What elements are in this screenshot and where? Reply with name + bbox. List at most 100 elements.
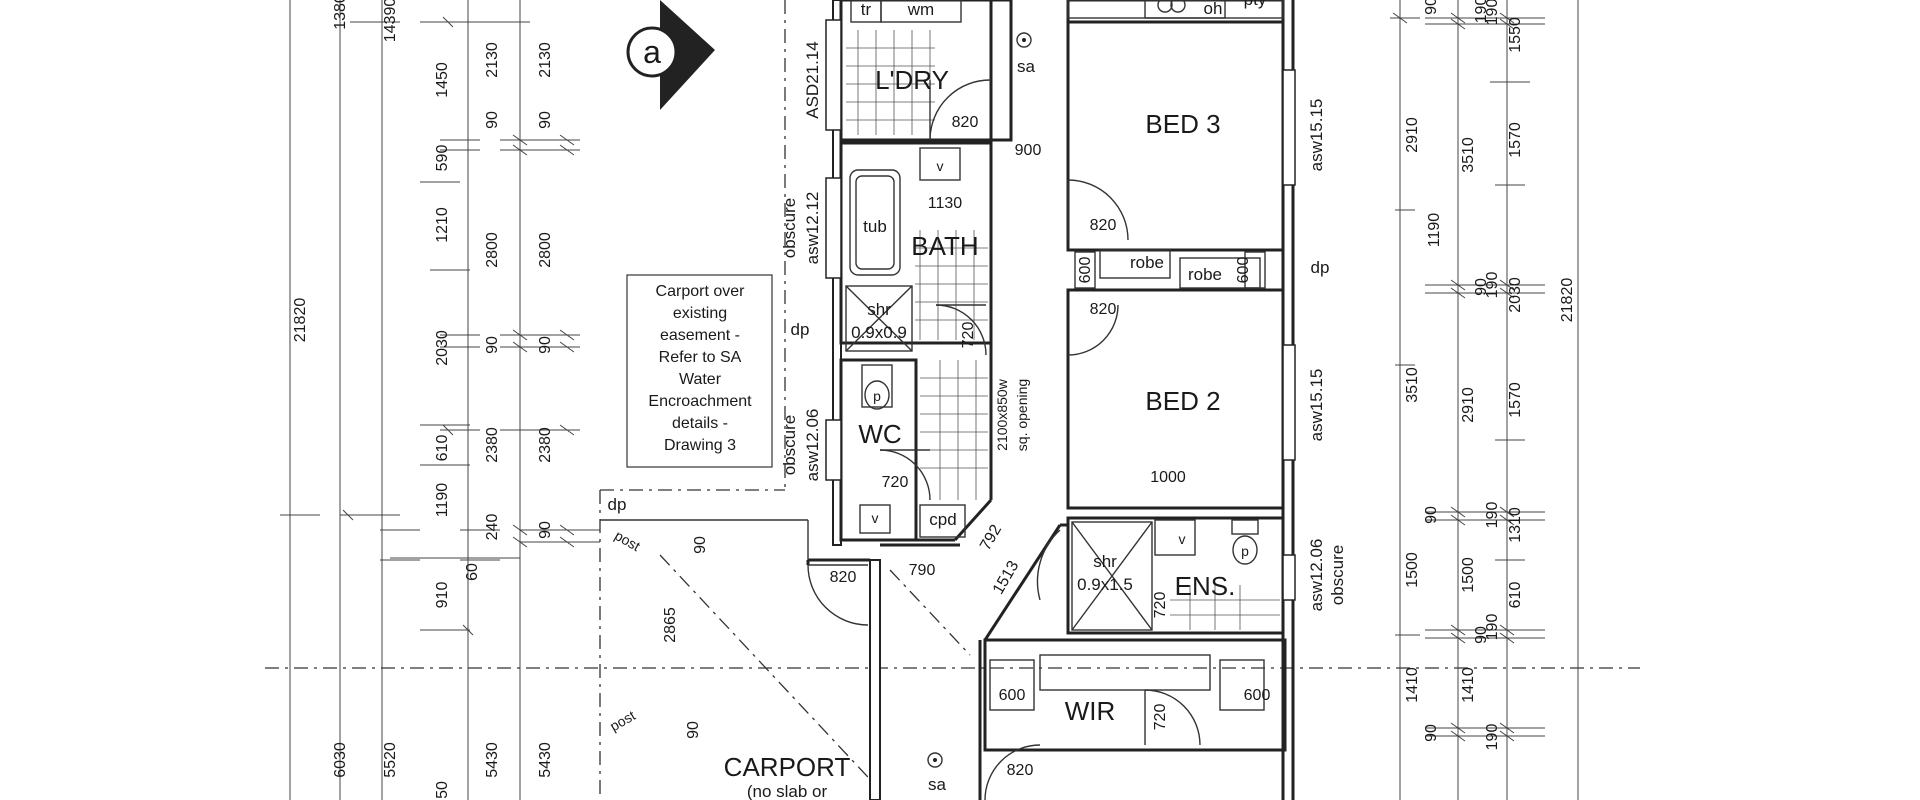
north-marker-letter: a: [643, 34, 661, 70]
dim-right-c3-1570b: 1570: [1507, 382, 1524, 418]
carport-note: Carport over existing easement - Refer t…: [626, 274, 773, 468]
dim-2865: 2865: [662, 607, 679, 643]
dim-right-c2-1500: 1500: [1460, 557, 1477, 593]
dim-600-wir-left: 600: [999, 687, 1026, 704]
dim-right-c3-190c: 190: [1484, 502, 1501, 529]
note-line-5: Water: [679, 371, 722, 388]
dim-left-240: 240: [484, 514, 501, 541]
dim-left-1450: 1450: [434, 62, 451, 98]
tag-sa-2: sa: [928, 775, 947, 794]
dim-right-c1-90b: 90: [1423, 724, 1440, 742]
room-labels: L'DRY BATH WC BED 3 BED 2 ENS. WIR CARPO…: [724, 65, 1236, 800]
window-bed2: asw15.15: [1307, 369, 1326, 442]
dim-left-90d: 90: [537, 336, 554, 354]
room-bath: BATH: [911, 231, 978, 261]
label-tr: tr: [861, 0, 872, 19]
label-shr-ens: shr: [1093, 552, 1117, 571]
dim-left-5430a: 5430: [484, 742, 501, 778]
dim-right-c3-1570: 1570: [1507, 122, 1524, 158]
note-line-3: easement -: [660, 327, 740, 344]
dim-left-1190: 1190: [434, 483, 451, 518]
opening-line-2: sq. opening: [1014, 379, 1030, 451]
dim-left-2800a: 2800: [484, 232, 501, 268]
dim-left-610: 610: [434, 435, 451, 462]
dim-right-total: 21820: [1559, 278, 1576, 323]
note-line-7: details -: [672, 415, 728, 432]
opening-line-1: 2100x850w: [994, 378, 1010, 451]
north-marker: a: [626, 0, 715, 110]
label-tub: tub: [863, 217, 887, 236]
label-shr-ens-size: 0.9x1.5: [1077, 575, 1133, 594]
dim-820-bed2: 820: [1090, 301, 1117, 318]
dim-820-ldry: 820: [952, 114, 979, 131]
room-carport-sub: (no slab or: [747, 782, 828, 800]
dim-right-c3-2030: 2030: [1507, 277, 1524, 313]
dim-720-shr: 720: [960, 322, 977, 349]
dim-left-90a: 90: [484, 111, 501, 129]
windows: [825, 19, 1296, 601]
label-pan-ens: p: [1241, 543, 1249, 559]
dim-left-total: 21820: [292, 298, 309, 343]
dim-right-c1-1500: 1500: [1404, 552, 1421, 588]
dim-720-wir: 720: [1152, 704, 1169, 731]
dim-right-c2-3510: 3510: [1460, 137, 1477, 173]
dim-1000: 1000: [1150, 469, 1186, 486]
label-vanity-bath: v: [937, 158, 944, 174]
note-line-1: Carport over: [656, 283, 746, 300]
dim-90-carport-2: 90: [685, 721, 702, 739]
dim-right-c2-90b: 90: [1423, 506, 1440, 524]
window-wc: asw12.06: [803, 409, 822, 482]
label-robe-1: robe: [1130, 253, 1164, 272]
dim-right-c3-190e: 190: [1484, 724, 1501, 751]
window-bed3: asw15.15: [1307, 99, 1326, 172]
dim-left-2380a: 2380: [484, 427, 501, 463]
label-shr-bath: shr: [867, 300, 891, 319]
room-wir: WIR: [1065, 696, 1116, 726]
label-shr-bath-size: 0.9x0.9: [851, 323, 907, 342]
dim-right-c2-190: 190: [1473, 0, 1490, 23]
dim-left-14390: 14390: [382, 0, 399, 42]
dim-792: 792: [977, 522, 1005, 554]
dim-left-2030: 2030: [434, 330, 451, 366]
dim-820-entry: 820: [830, 569, 857, 586]
dim-left-90b: 90: [484, 336, 501, 354]
dim-right-c2-2910: 2910: [1460, 387, 1477, 423]
dim-820-bed3: 820: [1090, 217, 1117, 234]
right-dimension-lines: 90 2910 1190 3510 1500 1410 90 190 3510 …: [1390, 0, 1579, 800]
tag-dp-2: dp: [1311, 258, 1330, 277]
dim-right-c3-190b: 190: [1484, 272, 1501, 299]
label-vanity-wc: v: [872, 510, 879, 526]
dim-left-90c: 90: [537, 111, 554, 129]
dim-820-bottom: 820: [1007, 762, 1034, 779]
dim-790: 790: [909, 562, 936, 579]
tag-sa-1: sa: [1017, 57, 1036, 76]
dim-left-90e: 90: [537, 521, 554, 539]
dim-720-ens: 720: [1152, 592, 1169, 619]
dim-right-c3-190d: 190: [1484, 614, 1501, 641]
window-bath-obscure: obscure: [780, 198, 799, 258]
dim-left-5430b: 5430: [537, 742, 554, 778]
dim-900: 900: [1015, 142, 1042, 159]
label-pan-wc: p: [873, 388, 881, 404]
dim-left-60: 60: [464, 563, 481, 581]
fixture-labels: tr wm tub shr 0.9x0.9 shr 0.9x1.5 cpd ro…: [851, 0, 1267, 594]
label-robe-2: robe: [1188, 265, 1222, 284]
dim-right-c2-1410: 1410: [1460, 667, 1477, 703]
dim-right-c1-1410: 1410: [1404, 667, 1421, 703]
label-oh: oh: [1204, 0, 1223, 18]
left-dimension-lines: 21820 6030 1380 14390 5520 1450 590 1210…: [280, 0, 600, 800]
dim-right-c1-90: 90: [1423, 0, 1440, 15]
label-vanity-ens: v: [1179, 531, 1186, 547]
window-ens: asw12.06: [1307, 539, 1326, 612]
dim-720-wc: 720: [882, 474, 909, 491]
label-wm: wm: [907, 0, 934, 19]
dim-600-a: 600: [1077, 257, 1094, 284]
note-line-2: existing: [673, 305, 727, 322]
note-line-6: Encroachment: [648, 393, 752, 410]
dim-left-6030: 6030: [332, 742, 349, 778]
dim-right-c2-90: 90: [1473, 278, 1490, 296]
dim-right-c1-1190: 1190: [1426, 213, 1443, 248]
window-tags: ASD21.14 obscure asw12.12 obscure asw12.…: [780, 41, 1347, 611]
room-wc: WC: [858, 419, 901, 449]
